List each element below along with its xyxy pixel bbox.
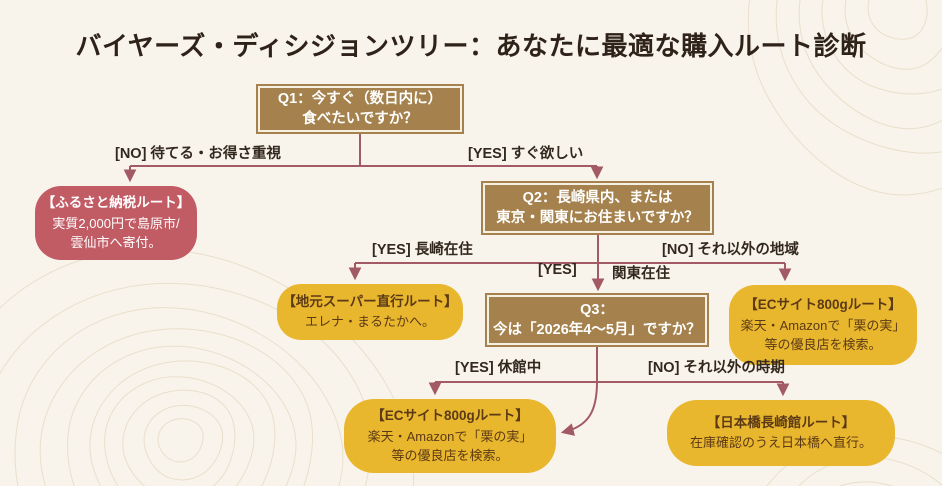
furusato-line2: 雲仙市へ寄付。 bbox=[70, 235, 162, 251]
local-super-title: 【地元スーパー直行ルート】 bbox=[282, 294, 458, 310]
result-ec-800g-route-right: 【ECサイト800gルート】 楽天・Amazonで「栗の実」 等の優良店を検索。 bbox=[729, 285, 917, 365]
furusato-line1: 実質2,000円で島原市/ bbox=[52, 215, 180, 231]
local-super-line1: エレナ・まるたかへ。 bbox=[304, 314, 435, 330]
branch-label-q1-no: [NO] 待てる・お得さ重視 bbox=[115, 146, 281, 162]
q3-curved-arrow bbox=[560, 381, 598, 436]
ec-bottom-line2: 等の優良店を検索。 bbox=[391, 448, 509, 464]
nihonbashi-line1: 在庫確認のうえ日本橋へ直行。 bbox=[689, 435, 872, 451]
nihonbashi-title: 【日本橋長崎館ルート】 bbox=[706, 415, 856, 431]
q2-line1: Q2：長崎県内、または bbox=[522, 189, 673, 206]
branch-label-q3-yes-closed: [YES] 休館中 bbox=[455, 360, 542, 376]
result-ec-800g-route-bottom: 【ECサイト800gルート】 楽天・Amazonで「栗の実」 等の優良店を検索。 bbox=[344, 399, 556, 473]
branch-label-q2-yes-kanto: 関東在住 bbox=[612, 266, 670, 282]
ec-bottom-title: 【ECサイト800gルート】 bbox=[371, 408, 529, 424]
result-local-super-route: 【地元スーパー直行ルート】 エレナ・まるたかへ。 bbox=[277, 284, 463, 340]
question-q3: Q3： 今は「2026年4～5月」ですか？ bbox=[487, 295, 707, 345]
branch-label-q2-yes-nagasaki: [YES] 長崎在住 bbox=[372, 242, 473, 258]
ec-bottom-line1: 楽天・Amazonで「栗の実」 bbox=[367, 428, 533, 444]
q3-line1: Q3： bbox=[580, 301, 614, 318]
result-nihonbashi-nagasakikan-route: 【日本橋長崎館ルート】 在庫確認のうえ日本橋へ直行。 bbox=[667, 400, 895, 466]
page-title: バイヤーズ・ディシジョンツリー：あなたに最適な購入ルート診断 bbox=[75, 31, 867, 61]
result-furusato-nozei-route: 【ふるさと納税ルート】 実質2,000円で島原市/ 雲仙市へ寄付。 bbox=[35, 186, 197, 260]
q1-line1: Q1：今すぐ（数日内に） bbox=[277, 90, 443, 107]
branch-label-q3-no-other-period: [NO] それ以外の時期 bbox=[648, 360, 785, 376]
furusato-title: 【ふるさと納税ルート】 bbox=[41, 195, 191, 211]
q2-line2: 東京・関東にお住まいですか？ bbox=[496, 210, 699, 226]
question-q2: Q2：長崎県内、または 東京・関東にお住まいですか？ bbox=[483, 183, 712, 233]
ec-right-line2: 等の優良店を検索。 bbox=[764, 337, 882, 353]
ec-right-title: 【ECサイト800gルート】 bbox=[744, 297, 902, 313]
q1-line2: 食べたいですか？ bbox=[302, 111, 418, 127]
branch-label-q2-no-other-region: [NO] それ以外の地域 bbox=[662, 242, 799, 258]
branch-label-q1-yes: [YES] すぐ欲しい bbox=[468, 146, 584, 162]
q3-line2: 今は「2026年4～5月」ですか？ bbox=[493, 322, 701, 338]
question-q1: Q1：今すぐ（数日内に） 食べたいですか？ bbox=[258, 86, 462, 132]
ec-right-line1: 楽天・Amazonで「栗の実」 bbox=[740, 317, 906, 333]
branch-label-q2-yes-kanto-prefix: [YES] bbox=[538, 262, 577, 278]
